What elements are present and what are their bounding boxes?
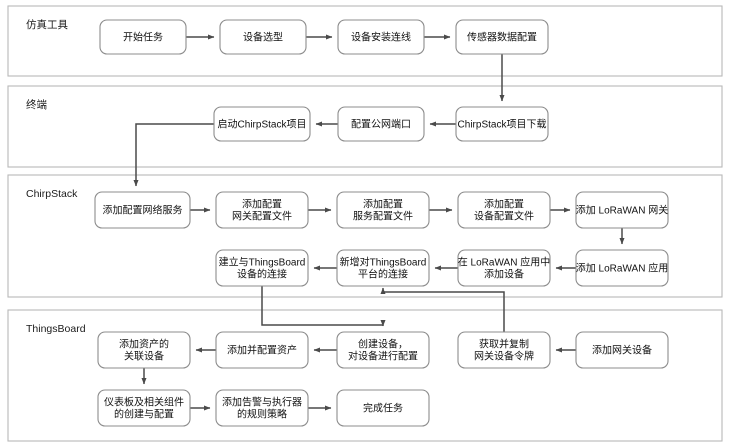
node-label: 网关设备令牌 [474, 350, 534, 363]
flow-node[interactable]: 添加 LoRaWAN 网关 [575, 191, 669, 229]
edge-n7-to-n8 [133, 123, 214, 187]
flow-node[interactable]: 开始任务 [99, 19, 187, 55]
node-label: 添加设备 [484, 268, 524, 281]
node-box[interactable] [337, 19, 425, 55]
node-label: 添加配置网络服务 [103, 204, 183, 217]
node-label: 启动ChirpStack项目 [218, 118, 307, 131]
node-label: 设备的连接 [237, 268, 287, 281]
node-label: 设备配置文件 [474, 210, 534, 223]
node-label: 添加配置 [242, 198, 282, 211]
node-box[interactable] [97, 331, 191, 369]
node-box[interactable] [337, 106, 425, 142]
flow-node[interactable]: 启动ChirpStack项目 [213, 106, 311, 142]
node-box[interactable] [575, 249, 669, 287]
node-label: 添加配置 [363, 198, 403, 211]
node-label: 添加网关设备 [592, 344, 652, 357]
node-box[interactable] [575, 191, 669, 229]
flow-node[interactable]: ChirpStack项目下载 [455, 106, 549, 142]
lane-label: 仿真工具 [26, 18, 68, 31]
node-label: 新增对ThingsBoard [340, 256, 427, 269]
flow-node[interactable]: 添加网关设备 [575, 331, 669, 369]
node-box[interactable] [457, 249, 551, 287]
flow-node[interactable]: 完成任务 [336, 389, 430, 427]
node-label: 添加告警与执行器 [222, 396, 302, 409]
edge-n18-to-n15 [380, 287, 505, 332]
lane-background [7, 85, 723, 168]
node-box[interactable] [215, 249, 309, 287]
node-label: 建立与ThingsBoard [219, 256, 306, 269]
node-box[interactable] [215, 191, 309, 229]
node-box[interactable] [455, 106, 549, 142]
node-label: 的创建与配置 [114, 408, 174, 421]
node-label: 仪表板及相关组件 [104, 396, 184, 409]
flow-node[interactable]: 设备选型 [219, 19, 307, 55]
node-label: ChirpStack项目下载 [458, 119, 547, 131]
node-label: 网关配置文件 [232, 210, 292, 223]
node-label: 获取并复制 [479, 338, 529, 351]
node-box[interactable] [336, 331, 430, 369]
node-label: 添加配置 [484, 198, 524, 211]
flow-node[interactable]: 添加配置网络服务 [94, 191, 191, 229]
edges-layer [133, 34, 625, 411]
node-box[interactable] [213, 106, 311, 142]
node-box[interactable] [457, 331, 551, 369]
node-box[interactable] [457, 191, 551, 229]
node-label: 添加 LoRaWAN 网关 [576, 204, 668, 217]
node-box[interactable] [215, 389, 309, 427]
node-box[interactable] [99, 19, 187, 55]
node-label: 添加并配置资产 [227, 344, 297, 357]
node-box[interactable] [219, 19, 307, 55]
node-label: 创建设备， [358, 338, 408, 351]
node-box[interactable] [336, 249, 430, 287]
nodes-layer: 开始任务 设备选型 设备安装连线 传感器数据配置 ChirpStack项目下载 配置公网端… [94, 19, 669, 427]
node-label: 完成任务 [363, 402, 403, 415]
node-box[interactable] [336, 389, 430, 427]
lane-lane-term: 终端 [7, 85, 723, 168]
node-label: 添加资产的 [119, 338, 169, 351]
node-box[interactable] [97, 389, 191, 427]
flow-node[interactable]: 配置公网端口 [337, 106, 425, 142]
node-label: 关联设备 [124, 350, 164, 363]
node-label: 设备选型 [243, 31, 283, 44]
node-label: 开始任务 [123, 31, 163, 44]
node-label: 添加 LoRaWAN 应用 [576, 262, 668, 275]
node-label: 设备安装连线 [351, 31, 411, 44]
node-label: 的规则策略 [237, 408, 287, 421]
lane-label: ThingsBoard [26, 323, 86, 335]
node-box[interactable] [215, 331, 309, 369]
node-label: 平台的连接 [358, 268, 408, 281]
node-label: 服务配置文件 [353, 210, 413, 223]
flow-node[interactable]: 传感器数据配置 [455, 19, 549, 55]
node-label: 对设备进行配置 [348, 350, 418, 363]
edge-n16-to-n19 [261, 286, 386, 327]
node-label: 配置公网端口 [351, 118, 411, 131]
flow-node[interactable]: 创建设备，对设备进行配置 [336, 331, 430, 369]
node-box[interactable] [94, 191, 191, 229]
node-box[interactable] [575, 331, 669, 369]
flow-node[interactable]: 添加 LoRaWAN 应用 [575, 249, 669, 287]
flow-node[interactable]: 添加并配置资产 [215, 331, 309, 369]
node-label: 传感器数据配置 [467, 31, 537, 44]
node-box[interactable] [336, 191, 430, 229]
node-box[interactable] [455, 19, 549, 55]
node-label: 在 LoRaWAN 应用中 [458, 256, 550, 269]
lane-label: ChirpStack [26, 188, 78, 200]
flow-node[interactable]: 设备安装连线 [337, 19, 425, 55]
lane-label: 终端 [26, 98, 47, 111]
